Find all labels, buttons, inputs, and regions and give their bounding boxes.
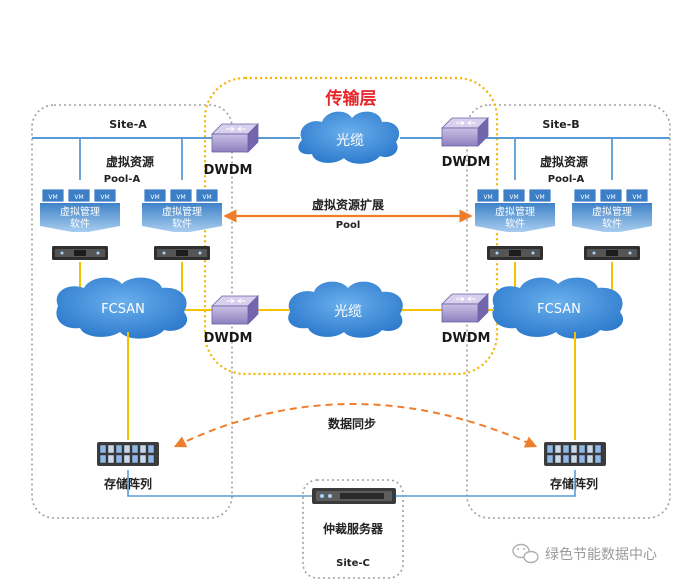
vm-tile-label: VM xyxy=(176,194,185,201)
wechat-icon xyxy=(512,543,539,564)
storage-a-to-arbiter-link xyxy=(127,470,312,497)
vmm-label-line1: 虚拟管理 xyxy=(162,205,202,218)
pool-extension-label-2: Pool xyxy=(336,220,361,231)
pool-a-title: 虚拟资源 xyxy=(106,154,154,169)
vmm-box xyxy=(475,203,555,232)
vm-tile xyxy=(528,188,552,203)
pool-b-subtitle: Pool-A xyxy=(548,174,585,185)
fcsan-a-label: FCSAN xyxy=(101,302,145,317)
watermark: 绿色节能数据中心 xyxy=(512,543,657,564)
fcsan-cloud-b xyxy=(492,277,624,339)
dwdm-label-bottom-b: DWDM xyxy=(442,331,491,346)
fiber-bottom-label: 光缆 xyxy=(334,304,362,320)
vm-tile-label: VM xyxy=(100,194,109,201)
transport-layer-title: 传输层 xyxy=(325,88,377,109)
site-a-border xyxy=(31,104,233,519)
dwdm-label-top-b: DWDM xyxy=(442,155,491,170)
vm-tile xyxy=(93,188,117,203)
dwdm-device-bottom-a xyxy=(211,295,259,325)
vm-tile-label: VM xyxy=(580,194,589,201)
dwdm-label-top-a: DWDM xyxy=(204,163,253,178)
dwdm-device-top-b xyxy=(441,117,489,147)
vmm-box xyxy=(572,203,652,232)
site-a-label: Site-A xyxy=(109,118,147,131)
fiber-cloud-top xyxy=(298,111,400,164)
arbiter-label: 仲裁服务器 xyxy=(323,521,384,536)
data-sync-arrow xyxy=(173,403,538,448)
vm-tile-label: VM xyxy=(150,194,159,201)
vmm-label-line2: 软件 xyxy=(70,217,90,230)
rack-server-b2 xyxy=(584,246,640,260)
vm-tile-label: VM xyxy=(202,194,211,201)
vm-tile-label: VM xyxy=(74,194,83,201)
vm-tile-label: VM xyxy=(632,194,641,201)
vm-tile-label: VM xyxy=(48,194,57,201)
vm-tile xyxy=(143,188,167,203)
rack-server-b1 xyxy=(487,246,543,260)
pool-b-title: 虚拟资源 xyxy=(540,154,588,169)
vm-tile xyxy=(169,188,193,203)
watermark-text: 绿色节能数据中心 xyxy=(545,546,657,563)
vm-tile-label: VM xyxy=(509,194,518,201)
rack-server-a1 xyxy=(52,246,108,260)
vm-tile xyxy=(67,188,91,203)
vm-tile xyxy=(476,188,500,203)
pool-a-subtitle: Pool-A xyxy=(104,174,141,185)
vm-tile-label: VM xyxy=(483,194,492,201)
vmm-label-line2: 软件 xyxy=(505,217,525,230)
vmm-label-line1: 虚拟管理 xyxy=(495,205,535,218)
vm-tile xyxy=(599,188,623,203)
vm-tile xyxy=(573,188,597,203)
vmm-box xyxy=(40,203,120,232)
vm-tile xyxy=(502,188,526,203)
dwdm-label-bottom-a: DWDM xyxy=(204,331,253,346)
vm-tile xyxy=(625,188,649,203)
vmm-box xyxy=(142,203,222,232)
arbiter-server xyxy=(312,488,396,504)
fcsan-b-label: FCSAN xyxy=(537,302,581,317)
fcsan-cloud-a xyxy=(56,277,188,339)
site-c-border xyxy=(302,479,404,579)
storage-array-b xyxy=(544,442,606,466)
site-c-label: Site-C xyxy=(336,558,370,569)
pool-extension-label-1: 虚拟资源扩展 xyxy=(312,197,384,212)
vm-tile xyxy=(41,188,65,203)
vm-tile-label: VM xyxy=(606,194,615,201)
rack-server-a2 xyxy=(154,246,210,260)
vmm-label-line1: 虚拟管理 xyxy=(592,205,632,218)
site-b-label: Site-B xyxy=(542,118,579,131)
storage-b-to-arbiter-link xyxy=(396,470,576,497)
vmm-label-line2: 软件 xyxy=(602,217,622,230)
dwdm-device-bottom-b xyxy=(441,293,489,323)
site-b-border xyxy=(466,104,671,519)
dwdm-device-top-a xyxy=(211,123,259,153)
fiber-cloud-bottom xyxy=(288,281,403,338)
fiber-top-label: 光缆 xyxy=(336,133,364,149)
storage-array-a xyxy=(97,442,159,466)
data-sync-label: 数据同步 xyxy=(328,416,376,431)
vmm-label-line1: 虚拟管理 xyxy=(60,205,100,218)
vm-tile-label: VM xyxy=(535,194,544,201)
storage-b-label: 存储阵列 xyxy=(549,476,598,491)
vmm-label-line2: 软件 xyxy=(172,217,192,230)
vm-tile xyxy=(195,188,219,203)
